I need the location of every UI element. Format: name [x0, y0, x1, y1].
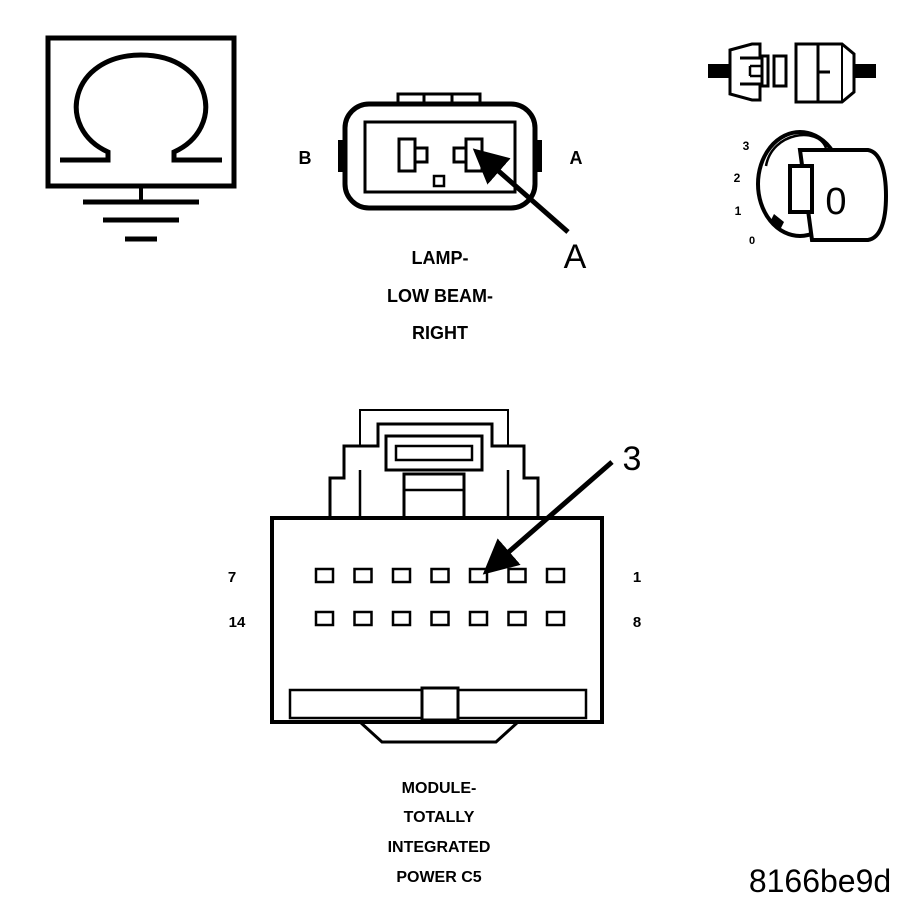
connector-disconnect-icon: [708, 42, 876, 104]
lamp-connector: [338, 92, 542, 211]
lamp-terminal-b: [397, 137, 429, 173]
lamp-callout-arrow: [472, 148, 570, 234]
ignition-key-label: 0: [825, 181, 846, 223]
module-cavity-top: [391, 567, 412, 584]
lamp-pin-b-label: B: [299, 148, 312, 168]
module-cavity-top: [314, 567, 335, 584]
figure-id: 8166be9d: [749, 863, 891, 899]
module-cavity-bottom: [314, 610, 335, 627]
lamp-pin-a-label: A: [570, 148, 583, 168]
ignition-position-2: 2: [734, 171, 741, 185]
lamp-callout-label: A: [564, 238, 587, 276]
ignition-position-1: 1: [735, 204, 742, 218]
module-connector: [270, 409, 604, 744]
ignition-position-3: 3: [743, 139, 750, 153]
module-cavity-top: [468, 567, 489, 584]
module-cavity-bottom: [391, 610, 412, 627]
module-pin-7-label: 7: [228, 569, 236, 586]
module-title-line-2: TOTALLY: [404, 809, 475, 826]
module-pin-1-label: 1: [633, 569, 641, 586]
module-title-line-3: INTEGRATED: [388, 839, 491, 856]
lamp-title-line-2: LOW BEAM-: [387, 286, 493, 306]
module-cavity-bottom: [353, 610, 373, 627]
module-cavity-top: [507, 567, 527, 584]
module-cavity-bottom: [545, 610, 566, 627]
module-cavity-bottom: [430, 610, 450, 627]
module-title-line-1: MODULE-: [402, 780, 477, 797]
module-pin-14-label: 14: [229, 614, 246, 631]
module-title-line-4: POWER C5: [396, 869, 481, 886]
lamp-title-line-3: RIGHT: [412, 323, 468, 343]
module-cavities: [314, 567, 566, 627]
module-cavity-top: [353, 567, 373, 584]
module-pin-8-label: 8: [633, 614, 641, 631]
module-cavity-top: [545, 567, 566, 584]
module-cavity-top: [430, 567, 450, 584]
lamp-title-line-1: LAMP-: [412, 248, 469, 268]
ignition-key-icon: [756, 130, 889, 242]
module-callout-arrow: [482, 460, 614, 575]
ohm-symbol-icon: [45, 35, 237, 242]
ignition-position-0: 0: [749, 235, 755, 247]
module-callout-label: 3: [623, 440, 642, 478]
module-cavity-bottom: [468, 610, 489, 627]
module-cavity-bottom: [507, 610, 527, 627]
